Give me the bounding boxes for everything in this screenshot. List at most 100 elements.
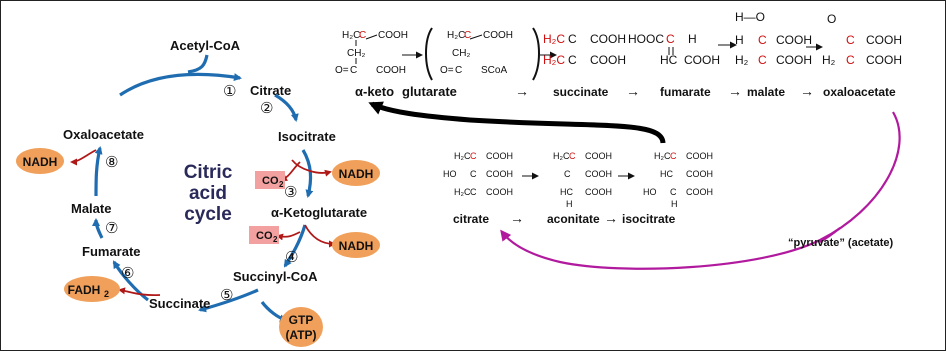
svg-text:C: C (568, 53, 577, 67)
succinate-structure: H₂C C COOH H₂C C COOH (543, 32, 626, 67)
svg-text:COOH: COOH (376, 65, 406, 76)
svg-text:C: C (470, 187, 477, 197)
svg-text:C: C (569, 151, 576, 161)
center-title-line-2: acid (189, 183, 227, 204)
isocitrate-structure: H₂C C COOH HC COOH HO C COOH H (643, 151, 713, 209)
svg-text:HO: HO (643, 187, 657, 197)
isocitrate-label: Isocitrate (278, 129, 336, 144)
svg-text:COOH: COOH (866, 53, 902, 67)
top-row-structures: H₂C C COOH CH₂ O= C COOH H₂C C COOH CH₂ … (335, 10, 902, 81)
acetyl-coa-label: Acetyl-CoA (170, 38, 241, 53)
svg-text:H₂: H₂ (822, 53, 836, 67)
svg-text:H—O: H—O (735, 10, 765, 24)
nadh-3: NADH (332, 232, 380, 258)
middle-row-names: citrate → aconitate → isocitrate (453, 210, 676, 226)
step-3: ③ (284, 183, 297, 201)
svg-text:C: C (666, 32, 675, 46)
co2-1-label: CO (262, 175, 279, 187)
svg-text:COOH: COOH (486, 187, 513, 197)
svg-text:COOH: COOH (686, 187, 713, 197)
svg-text:COOH: COOH (590, 32, 626, 46)
svg-text:H₂C: H₂C (654, 151, 671, 161)
svg-text:COOH: COOH (866, 33, 902, 47)
alpha-ketoglutarate-structure: H₂C C COOH CH₂ O= C COOH (335, 30, 408, 76)
top-arrow-2: → (626, 83, 640, 99)
svg-text:CH₂: CH₂ (347, 48, 365, 59)
succinyl-coa-structure: H₂C C COOH CH₂ O= C SCoA (440, 30, 513, 76)
oxaloacetate-structure: O C COOH H₂ C COOH (822, 12, 902, 67)
svg-text:H₂C: H₂C (447, 30, 465, 41)
atp-label: (ATP) (285, 328, 316, 342)
co2-2-label: CO (256, 230, 273, 242)
svg-text:H: H (566, 199, 573, 209)
step-2: ② (260, 99, 273, 117)
nadh-3-label: NADH (339, 239, 374, 253)
svg-text:H₂C: H₂C (454, 151, 471, 161)
svg-text:COOH: COOH (686, 151, 713, 161)
svg-text:C: C (455, 65, 462, 76)
citrate-label: Citrate (250, 83, 291, 98)
svg-text:CH₂: CH₂ (452, 48, 470, 59)
top-arrow-4: → (800, 83, 814, 99)
svg-text:COOH: COOH (590, 53, 626, 67)
step-7: ⑦ (105, 219, 118, 237)
co2-2: CO 2 (249, 226, 279, 244)
svg-text:C: C (464, 30, 471, 41)
pyruvate-join-line (819, 227, 841, 243)
svg-text:H: H (671, 199, 678, 209)
svg-text:O: O (827, 12, 836, 26)
co2-2-subscript: 2 (273, 235, 278, 244)
fumarate-structure: HOOC C H HC COOH (628, 32, 720, 67)
step-6: ⑥ (121, 264, 134, 282)
fadh2-subscript: 2 (104, 289, 109, 299)
center-title-line-1: Citric (184, 162, 233, 183)
svg-text:COOH: COOH (686, 169, 713, 179)
svg-text:C: C (846, 33, 855, 47)
fadh2-label: FADH (68, 283, 101, 297)
gtp-label: GTP (289, 313, 314, 327)
svg-text:H₂C: H₂C (553, 151, 570, 161)
svg-text:COOH: COOH (776, 33, 812, 47)
svg-text:H₂C: H₂C (543, 32, 565, 46)
glutarate-suffix: glutarate (402, 84, 457, 99)
svg-text:COOH: COOH (486, 151, 513, 161)
gtp-atp: GTP (ATP) (279, 307, 323, 347)
aconitate-name: aconitate (547, 212, 600, 226)
oxaloacetate-label: Oxaloacetate (63, 127, 144, 142)
oxaloacetate-name: oxaloacetate (823, 85, 896, 99)
succinate-label: Succinate (149, 296, 210, 311)
top-arrow-3: → (728, 83, 742, 99)
svg-text:C: C (470, 151, 477, 161)
svg-text:C: C (350, 65, 357, 76)
cycle-center-title: Citric acid cycle (184, 162, 233, 225)
top-row-names: α-keto glutarate → succinate → fumarate … (355, 83, 896, 99)
svg-text:H₂C: H₂C (543, 53, 565, 67)
citrate-structure: H₂C C COOH HO C COOH H₂C C COOH (443, 151, 513, 197)
svg-text:HC: HC (660, 169, 673, 179)
svg-text:SCoA: SCoA (481, 65, 507, 76)
svg-text:COOH: COOH (378, 30, 408, 41)
malate-name: malate (747, 85, 785, 99)
step-8: ⑧ (105, 153, 118, 171)
middle-arrow-1: → (510, 210, 524, 226)
nadh-2-label: NADH (339, 167, 374, 181)
succinyl-coa-label: Succinyl-CoA (233, 269, 318, 284)
svg-text:COOH: COOH (776, 53, 812, 67)
svg-text:C: C (359, 30, 366, 41)
malate-structure: H—O H C COOH H₂ C COOH (735, 10, 812, 67)
svg-text:H₂: H₂ (735, 53, 749, 67)
center-title-line-3: cycle (184, 204, 232, 225)
citrate-name: citrate (453, 212, 489, 226)
citric-acid-cycle: Acetyl-CoA Citrate Isocitrate α-Ketoglut… (16, 38, 380, 347)
svg-text:HC: HC (660, 53, 678, 67)
svg-text:COOH: COOH (486, 169, 513, 179)
svg-text:C: C (758, 53, 767, 67)
co2-1-subscript: 2 (279, 180, 284, 189)
nadh-2: NADH (332, 160, 380, 186)
svg-text:COOH: COOH (585, 169, 612, 179)
svg-text:O=: O= (335, 65, 349, 76)
middle-arrow-2: → (604, 210, 618, 226)
svg-text:C: C (758, 33, 767, 47)
alpha-ketoglutarate-label: α-Ketoglutarate (271, 205, 367, 220)
